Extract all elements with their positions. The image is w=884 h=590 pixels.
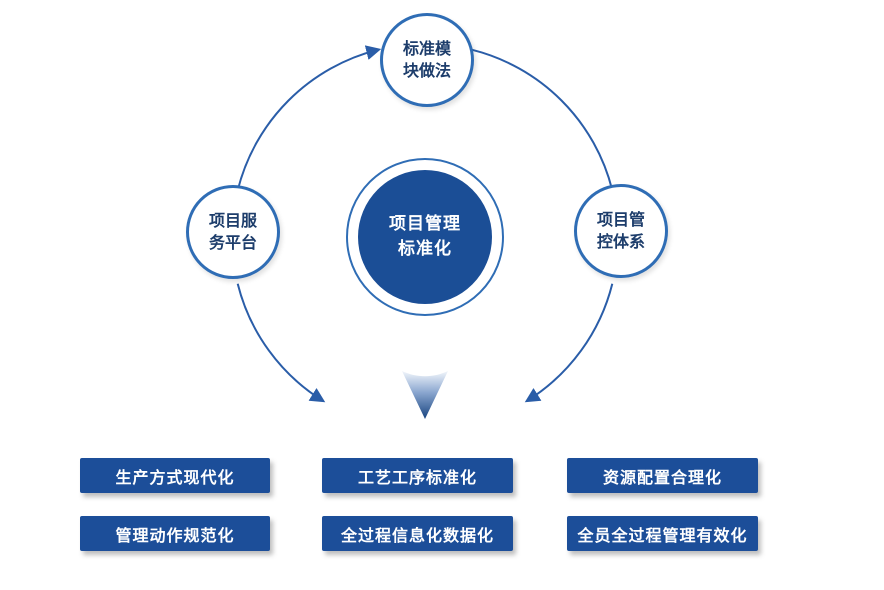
node-right-line2: 控体系: [596, 232, 645, 251]
result-box-production-modernization: 生产方式现代化: [80, 458, 270, 493]
arc-left-to-top: [236, 45, 382, 191]
center-node-line2: 标准化: [398, 239, 452, 259]
center-node-line1: 项目管理: [389, 214, 461, 235]
node-project-control-system: 项目管 控体系: [574, 184, 668, 278]
center-node-project-mgmt-standardization: 项目管理 标准化: [358, 170, 492, 304]
result-box-management-action: 管理动作规范化: [80, 516, 270, 551]
arrow-down-icon: [402, 371, 448, 419]
arc-left-to-bottom: [236, 283, 326, 403]
result-box-process-standardization: 工艺工序标准化: [322, 458, 513, 493]
result-box-whole-process-data: 全过程信息化数据化: [322, 516, 513, 551]
arc-top-to-right: [471, 48, 614, 191]
node-top-line2: 块做法: [402, 61, 451, 80]
node-top-line1: 标准模: [402, 39, 451, 59]
node-left-line1: 项目服: [208, 211, 257, 231]
node-standard-module-practice: 标准模 块做法: [380, 13, 474, 107]
result-box-resource-allocation: 资源配置合理化: [567, 458, 758, 493]
center-outer-ring: [346, 158, 504, 316]
result-box-all-staff-effective: 全员全过程管理有效化: [567, 516, 758, 551]
node-right-line1: 项目管: [596, 210, 645, 230]
arc-right-to-bottom: [524, 283, 614, 403]
node-left-line2: 务平台: [208, 233, 257, 252]
node-project-service-platform: 项目服 务平台: [186, 185, 280, 279]
